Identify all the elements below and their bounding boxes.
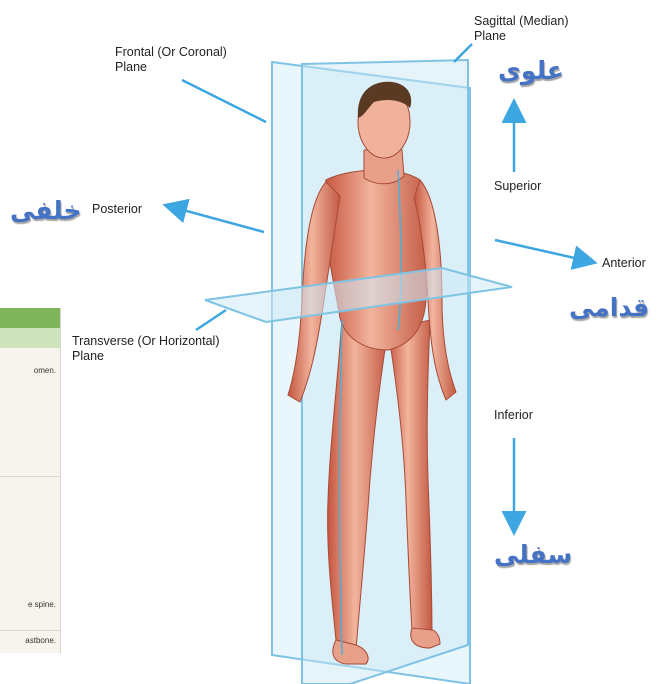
sagittal-plane-label: Sagittal (Median) Plane [474,14,569,44]
posterior-arrow [172,207,264,232]
superior-label: Superior [494,179,541,194]
arabic-anterior-label: قدامى [569,293,649,322]
anterior-arrow [495,240,588,261]
arabic-posterior-label: خلفى [10,196,82,225]
transverse-plane-label: Transverse (Or Horizontal) Plane [72,334,220,364]
arabic-superior-label: علوى [498,56,564,85]
frontal-plane-label: Frontal (Or Coronal) Plane [115,45,227,75]
arabic-inferior-label: سفلى [494,540,572,569]
anterior-label: Anterior [602,256,646,271]
posterior-label: Posterior [92,202,142,217]
frontal-leader-line [182,80,266,122]
transverse-leader-line [196,310,226,330]
inferior-label: Inferior [494,408,533,423]
